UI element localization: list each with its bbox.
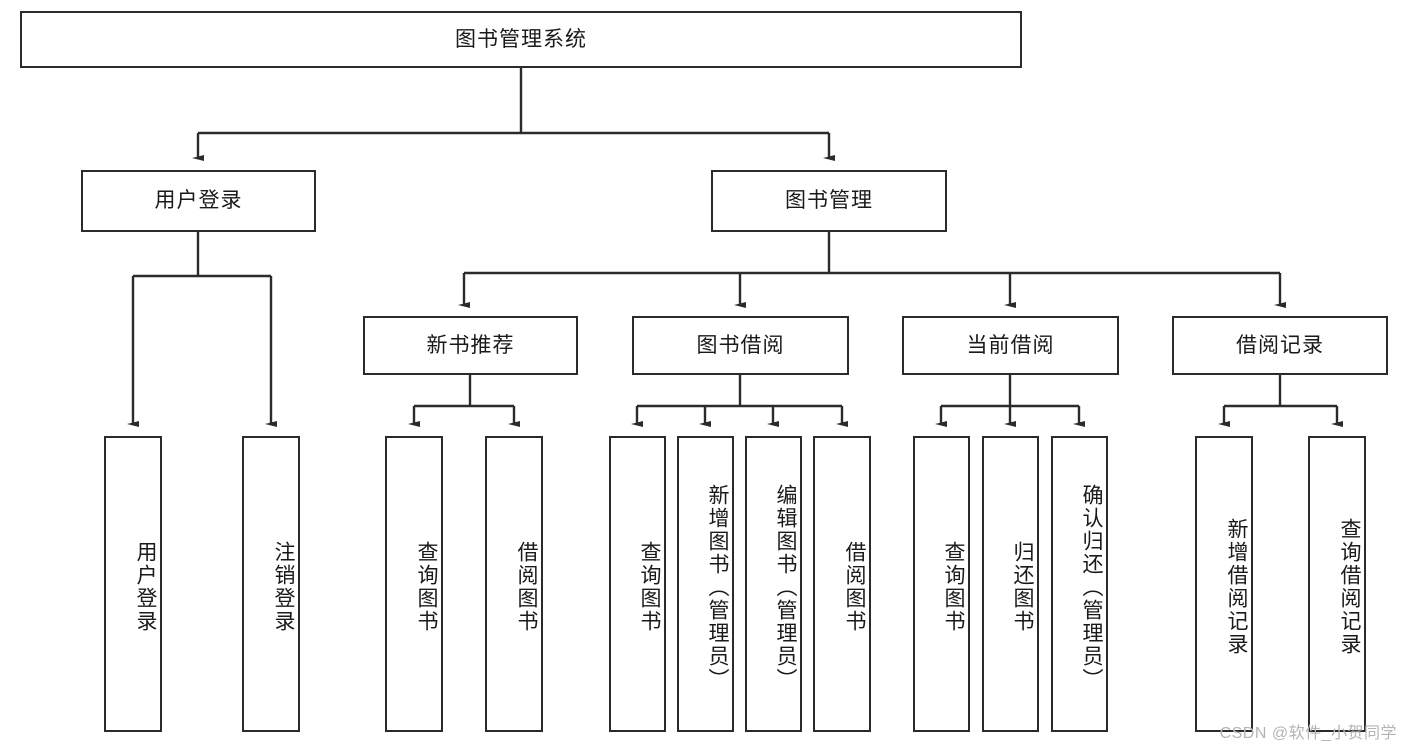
leaf-add-book-label: 新增图书（管理员） <box>706 483 729 691</box>
leaf-logout-login-label: 注销登录 <box>272 541 295 633</box>
leaf-query-borrow-record-label: 查询借阅记录 <box>1338 518 1361 656</box>
leaf-return-book[interactable]: 归还图书 <box>982 436 1039 732</box>
leaf-query-book-1-label: 查询图书 <box>415 541 438 633</box>
node-user-login[interactable]: 用户登录 <box>81 170 316 232</box>
node-new-book-recommend-label: 新书推荐 <box>426 333 515 357</box>
leaf-query-book-3-label: 查询图书 <box>942 541 965 633</box>
leaf-return-book-label: 归还图书 <box>1011 541 1034 633</box>
node-book-manage[interactable]: 图书管理 <box>711 170 947 232</box>
leaf-edit-book-label: 编辑图书（管理员） <box>774 483 797 691</box>
leaf-borrow-book-2[interactable]: 借阅图书 <box>813 436 871 732</box>
leaf-query-borrow-record[interactable]: 查询借阅记录 <box>1308 436 1366 732</box>
leaf-query-book-2-label: 查询图书 <box>638 541 661 633</box>
node-book-borrow[interactable]: 图书借阅 <box>632 316 849 375</box>
node-current-borrow-label: 当前借阅 <box>966 333 1055 357</box>
node-root[interactable]: 图书管理系统 <box>20 11 1022 68</box>
leaf-add-borrow-record[interactable]: 新增借阅记录 <box>1195 436 1253 732</box>
node-user-login-label: 用户登录 <box>154 189 243 213</box>
leaf-edit-book[interactable]: 编辑图书（管理员） <box>745 436 802 732</box>
node-borrow-record[interactable]: 借阅记录 <box>1172 316 1388 375</box>
node-root-label: 图书管理系统 <box>455 27 587 51</box>
watermark: CSDN @软件_小贺同学 <box>1219 725 1397 742</box>
leaf-user-login-label: 用户登录 <box>134 541 157 633</box>
leaf-logout-login[interactable]: 注销登录 <box>242 436 300 732</box>
leaf-add-book[interactable]: 新增图书（管理员） <box>677 436 734 732</box>
leaf-user-login[interactable]: 用户登录 <box>104 436 162 732</box>
node-book-borrow-label: 图书借阅 <box>696 333 785 357</box>
leaf-borrow-book-2-label: 借阅图书 <box>843 541 866 633</box>
node-book-manage-label: 图书管理 <box>785 189 873 213</box>
leaf-confirm-return[interactable]: 确认归还（管理员） <box>1051 436 1108 732</box>
leaf-confirm-return-label: 确认归还（管理员） <box>1080 483 1103 691</box>
node-borrow-record-label: 借阅记录 <box>1236 333 1324 357</box>
node-new-book-recommend[interactable]: 新书推荐 <box>363 316 578 375</box>
leaf-borrow-book-1-label: 借阅图书 <box>515 541 538 633</box>
leaf-add-borrow-record-label: 新增借阅记录 <box>1225 518 1248 656</box>
leaf-query-book-2[interactable]: 查询图书 <box>609 436 666 732</box>
node-current-borrow[interactable]: 当前借阅 <box>902 316 1119 375</box>
leaf-query-book-3[interactable]: 查询图书 <box>913 436 970 732</box>
leaf-query-book-1[interactable]: 查询图书 <box>385 436 443 732</box>
leaf-borrow-book-1[interactable]: 借阅图书 <box>485 436 543 732</box>
